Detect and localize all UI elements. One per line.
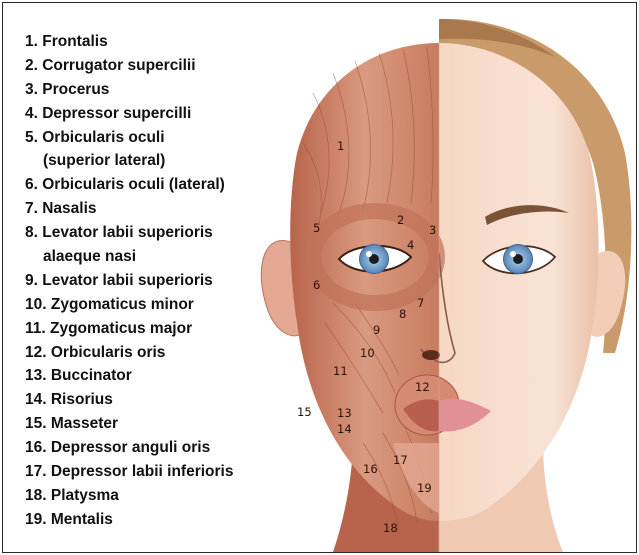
muscle-label-6: 6 [313,278,320,292]
legend-item: 8. Levator labii superioris [25,221,233,245]
legend-item-continuation: alaeque nasi [25,245,233,269]
legend-item: 3. Procerus [25,78,233,102]
right-iris [503,244,533,274]
muscle-label-10: 10 [360,346,375,360]
legend-item: 9. Levator labii superioris [25,269,233,293]
muscle-label-14: 14 [337,422,352,436]
legend-item: 19. Mentalis [25,508,233,532]
legend-item-continuation: (superior lateral) [25,149,233,173]
legend-item: 10. Zygomaticus minor [25,293,233,317]
muscle-label-18: 18 [383,521,398,535]
muscle-label-2: 2 [397,213,404,227]
legend-item: 4. Depressor supercilli [25,102,233,126]
legend-item: 11. Zygomaticus major [25,317,233,341]
muscle-label-5: 5 [313,221,320,235]
legend-item: 13. Buccinator [25,364,233,388]
legend-item: 17. Depressor labii inferioris [25,460,233,484]
muscle-label-13: 13 [337,406,352,420]
legend-item: 12. Orbicularis oris [25,341,233,365]
legend-item: 14. Risorius [25,388,233,412]
muscle-legend: 1. Frontalis 2. Corrugator supercilii 3.… [25,30,233,532]
left-iris [359,244,389,274]
legend-item: 16. Depressor anguli oris [25,436,233,460]
muscle-label-17: 17 [393,453,408,467]
muscle-label-19: 19 [417,481,432,495]
legend-item: 18. Platysma [25,484,233,508]
muscle-label-7: 7 [417,296,424,310]
muscle-label-4: 4 [407,238,414,252]
legend-item: 6. Orbicularis oculi (lateral) [25,173,233,197]
legend-item: 5. Orbicularis oculi [25,126,233,150]
muscle-label-8: 8 [399,307,406,321]
legend-item: 1. Frontalis [25,30,233,54]
muscle-label-1: 1 [337,139,344,153]
muscle-label-11: 11 [333,364,348,378]
legend-item: 7. Nasalis [25,197,233,221]
muscle-label-12: 12 [415,380,430,394]
legend-item: 2. Corrugator supercilii [25,54,233,78]
muscle-label-9: 9 [373,323,380,337]
legend-item: 15. Masseter [25,412,233,436]
muscle-label-16: 16 [363,462,378,476]
muscle-label-3: 3 [429,223,436,237]
muscle-label-15: 15 [297,405,312,419]
